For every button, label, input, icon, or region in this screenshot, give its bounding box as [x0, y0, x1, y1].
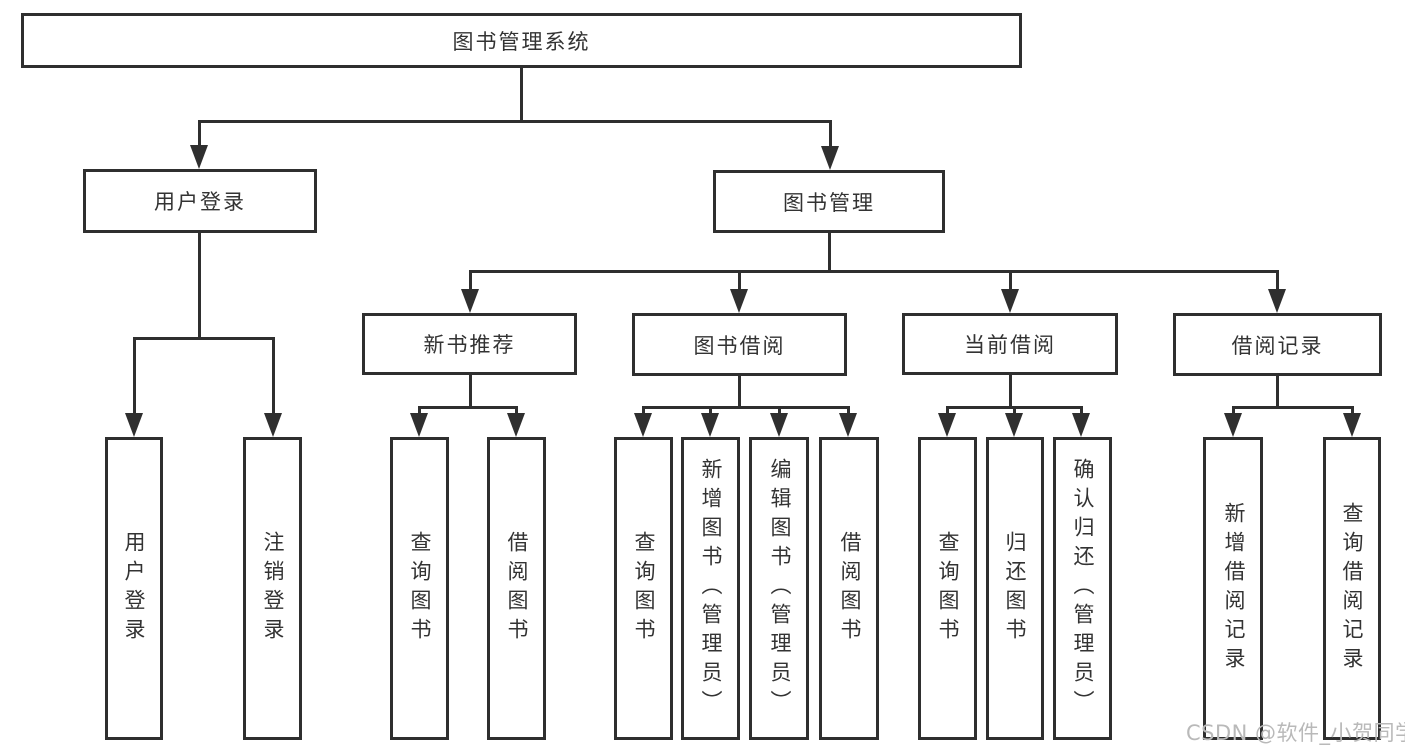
arrow-down-icon: [839, 413, 857, 437]
arrow-down-icon: [1005, 413, 1023, 437]
arrow-down-icon: [1224, 413, 1242, 437]
arrow-down-icon: [190, 145, 208, 169]
connector-borrow-records-branch: [1232, 406, 1354, 409]
csdn-watermark: CSDN @软件_小贺同学: [1186, 721, 1405, 745]
arrow-down-icon: [507, 413, 525, 437]
arrow-down-icon: [125, 413, 143, 437]
connector-user-login-trunk: [198, 233, 201, 337]
leaf-add-borrow-record: 新增借阅记录: [1203, 437, 1263, 740]
node-borrow-records: 借阅记录: [1173, 313, 1382, 376]
leaf-user-login: 用户登录: [105, 437, 163, 740]
arrow-down-icon: [634, 413, 652, 437]
connector-leaf-drop: [709, 406, 712, 418]
connector-book-mgmt-trunk: [828, 233, 831, 270]
connector-level2-branch: [198, 120, 832, 123]
connector-to-book-management: [829, 120, 832, 152]
arrow-down-icon: [938, 413, 956, 437]
arrow-down-icon: [1343, 413, 1361, 437]
arrow-down-icon: [821, 146, 839, 170]
connector-leaf-drop: [946, 406, 949, 418]
leaf-confirm-return-admin: 确认归还（管理员）: [1053, 437, 1112, 740]
connector-book-borrow-branch: [642, 406, 850, 409]
leaf-query-borrow-record: 查询借阅记录: [1323, 437, 1381, 740]
node-current-borrow: 当前借阅: [902, 313, 1118, 375]
connector-leaf-drop: [418, 406, 421, 418]
leaf-return-books: 归还图书: [986, 437, 1044, 740]
connector-to-current-borrow: [1009, 270, 1012, 292]
arrow-down-icon: [1072, 413, 1090, 437]
arrow-down-icon: [1268, 289, 1286, 313]
arrow-down-icon: [461, 289, 479, 313]
connector-to-leaf-logout: [272, 337, 275, 415]
connector-leaf-drop: [1080, 406, 1083, 418]
connector-to-new-book: [469, 270, 472, 292]
arrow-down-icon: [264, 413, 282, 437]
arrow-down-icon: [770, 413, 788, 437]
arrow-down-icon: [410, 413, 428, 437]
connector-leaf-drop: [1232, 406, 1235, 418]
node-book-management: 图书管理: [713, 170, 945, 233]
arrow-down-icon: [701, 413, 719, 437]
node-user-login: 用户登录: [83, 169, 317, 233]
connector-to-user-login: [198, 120, 201, 152]
connector-leaf-drop: [847, 406, 850, 418]
connector-root-trunk: [520, 68, 523, 120]
arrow-down-icon: [1001, 289, 1019, 313]
connector-book-borrow-trunk: [738, 376, 741, 406]
leaf-query-books: 查询图书: [918, 437, 977, 740]
connector-user-login-branch: [133, 337, 275, 340]
connector-to-borrow-records: [1276, 270, 1279, 292]
leaf-query-books: 查询图书: [390, 437, 449, 740]
leaf-borrow-books: 借阅图书: [487, 437, 546, 740]
node-library-system: 图书管理系统: [21, 13, 1022, 68]
connector-leaf-drop: [1351, 406, 1354, 418]
node-new-book-recommend: 新书推荐: [362, 313, 577, 375]
connector-new-book-trunk: [469, 375, 472, 406]
arrow-down-icon: [730, 289, 748, 313]
connector-borrow-records-trunk: [1276, 376, 1279, 406]
connector-leaf-drop: [642, 406, 645, 418]
leaf-edit-book-admin: 编辑图书（管理员）: [749, 437, 809, 740]
leaf-add-book-admin: 新增图书（管理员）: [681, 437, 740, 740]
connector-to-book-borrow: [738, 270, 741, 292]
connector-current-borrow-trunk: [1009, 375, 1012, 406]
connector-level3-branch: [469, 270, 1279, 273]
leaf-logout: 注销登录: [243, 437, 302, 740]
connector-new-book-branch: [418, 406, 518, 409]
connector-leaf-drop: [1013, 406, 1016, 418]
connector-leaf-drop: [778, 406, 781, 418]
leaf-query-books: 查询图书: [614, 437, 673, 740]
leaf-borrow-books: 借阅图书: [819, 437, 879, 740]
connector-to-leaf-user-login: [133, 337, 136, 415]
connector-leaf-drop: [515, 406, 518, 418]
node-book-borrow: 图书借阅: [632, 313, 847, 376]
